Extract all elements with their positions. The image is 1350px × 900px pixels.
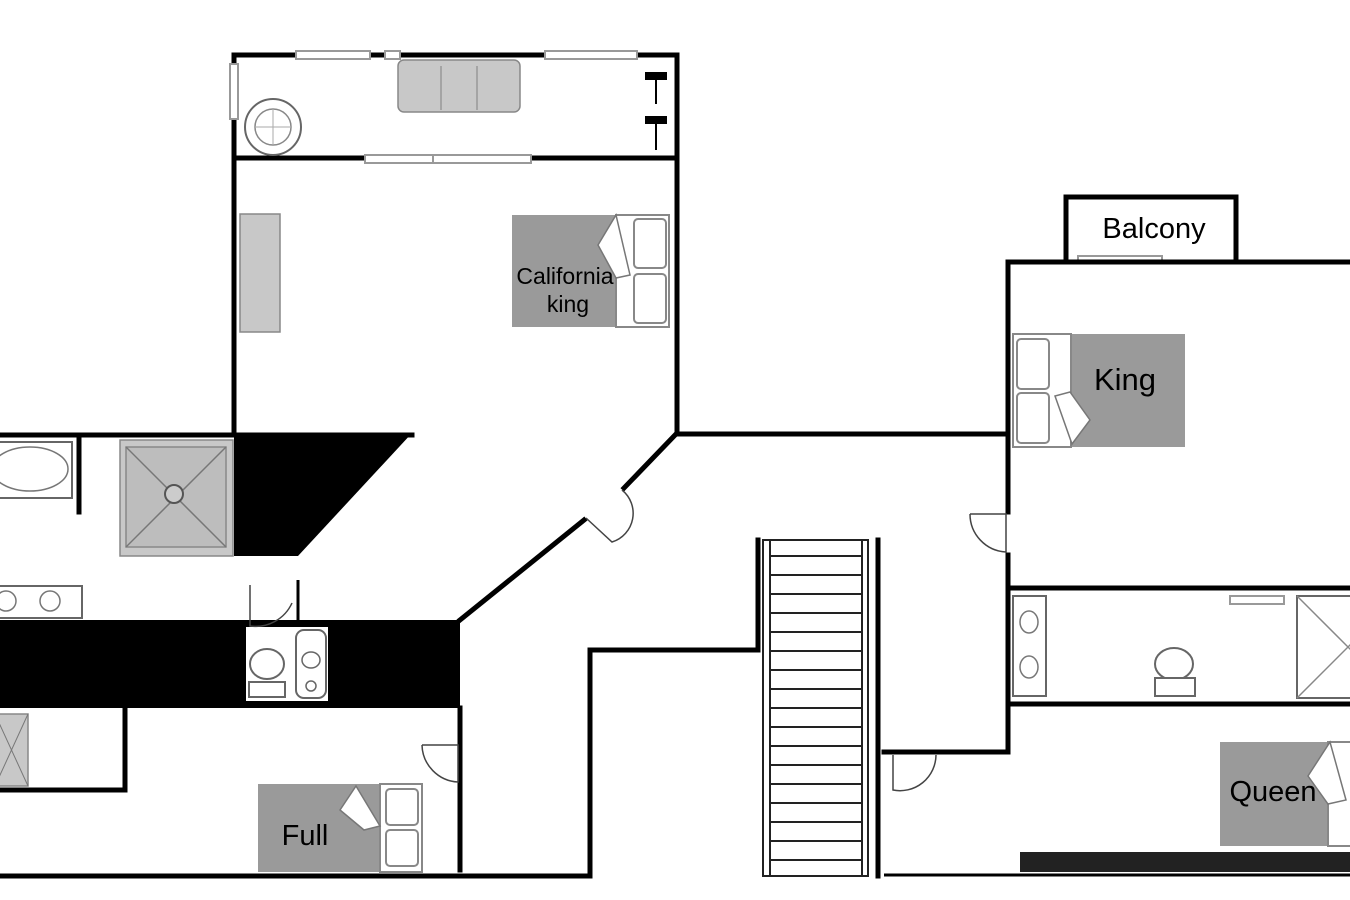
- wall-king-top: [1005, 259, 1350, 515]
- queen-bedroom: Queen: [881, 705, 1350, 872]
- wall-queen-left: [881, 705, 1011, 755]
- right-shower-icon: [1296, 595, 1350, 699]
- king-bed-icon: [1012, 333, 1185, 448]
- door-full: [421, 744, 459, 783]
- toilet-icon: [248, 648, 286, 698]
- wall-hall-inner: [587, 537, 761, 879]
- right-toilet-icon: [1154, 647, 1196, 697]
- window-left: [229, 63, 239, 120]
- balcony-walls: [1063, 194, 1239, 263]
- queen-dresser-icon: [1020, 852, 1350, 872]
- staircase-icon: [762, 539, 869, 877]
- balcony: Balcony: [1063, 194, 1239, 264]
- small-shower-icon: [0, 713, 29, 787]
- solid-wall-hall: [0, 620, 460, 708]
- round-table-icon: [244, 98, 302, 156]
- window-top-2: [384, 50, 401, 60]
- rbath-window: [1229, 595, 1285, 605]
- california-king-bedroom: California king: [231, 155, 680, 624]
- window-top-3: [544, 50, 638, 60]
- king-bedroom: King: [969, 259, 1350, 591]
- california-king-label-line1: California: [516, 263, 613, 289]
- toilet-room: [244, 580, 330, 703]
- wall-cal-diagonal: [456, 516, 588, 624]
- sofa-icon: [397, 59, 521, 113]
- window-top-1: [295, 50, 371, 60]
- full-bedroom: Full: [0, 705, 593, 879]
- door-hall-right: [892, 754, 937, 792]
- full-label: Full: [282, 820, 329, 852]
- balcony-label: Balcony: [1102, 213, 1206, 245]
- shower-icon: [119, 439, 234, 557]
- right-sink-icon: [1012, 595, 1047, 697]
- sitting-room: [229, 50, 680, 164]
- queen-bed-icon: [1220, 740, 1350, 847]
- bathtub-icon: [0, 441, 73, 499]
- right-bath: [1005, 585, 1350, 711]
- solid-wall-block: [234, 433, 412, 556]
- full-bed-icon: [258, 783, 423, 873]
- sliding-door-2: [432, 154, 532, 164]
- central-hall: [587, 431, 1350, 879]
- dresser-icon: [239, 213, 281, 333]
- bidet-icon: [295, 629, 327, 699]
- queen-label: Queen: [1229, 776, 1316, 808]
- master-bath: [0, 432, 460, 708]
- california-king-bed-icon: [512, 213, 670, 328]
- king-label: King: [1094, 362, 1156, 397]
- california-king-label-line2: king: [547, 291, 589, 317]
- sink-icon: [0, 585, 83, 619]
- door-wc: [249, 585, 293, 628]
- bar-stools-icon: [645, 72, 667, 150]
- door-cal-king: [585, 489, 634, 543]
- door-king: [969, 513, 1007, 553]
